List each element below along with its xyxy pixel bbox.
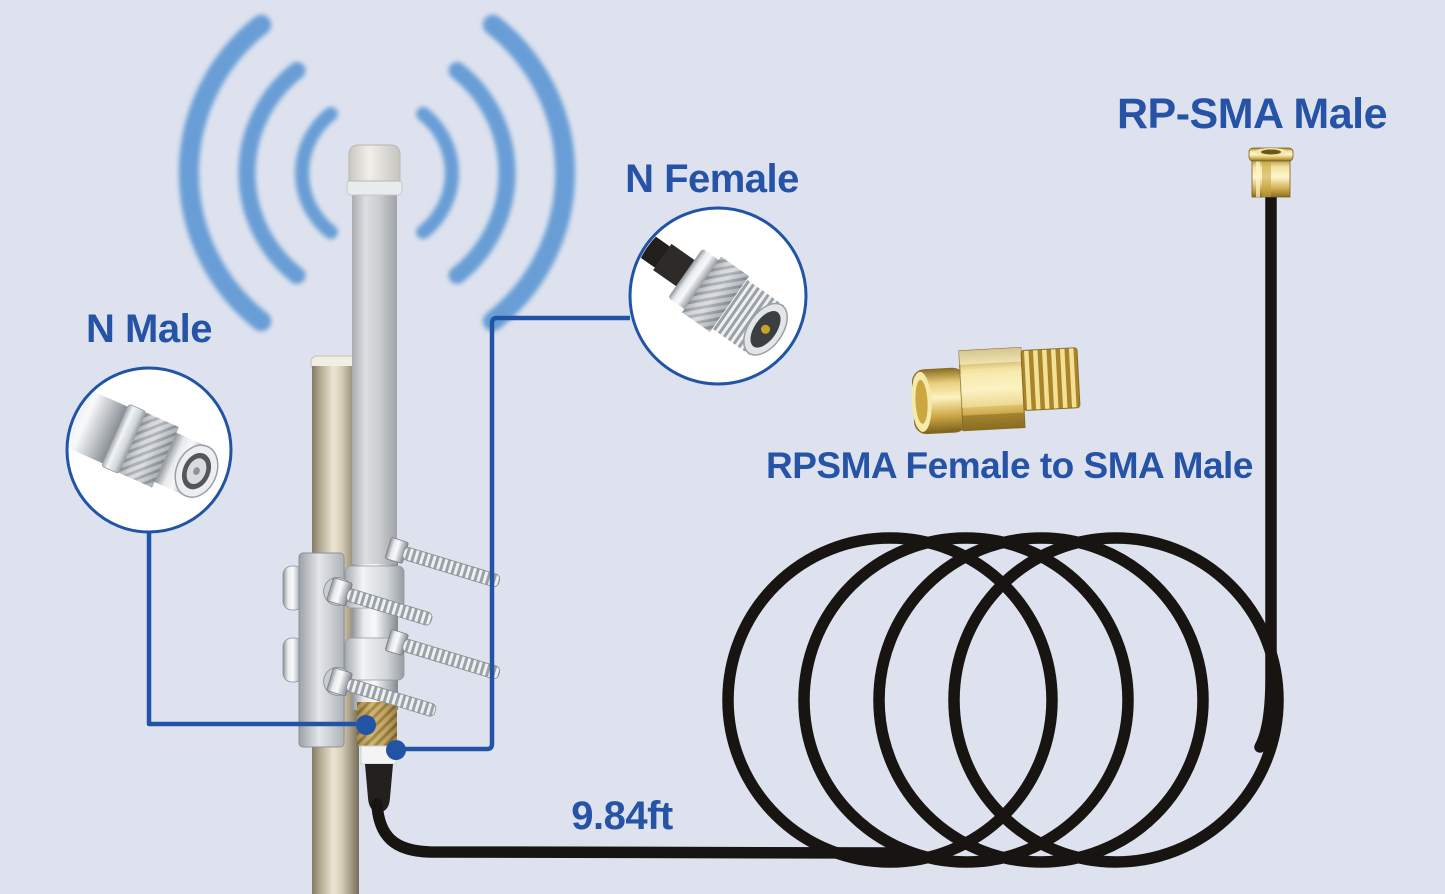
coaxial-cable <box>371 191 1284 868</box>
callout-dot-n-male <box>356 715 376 735</box>
bracket-bolts <box>323 537 501 717</box>
cable-coil <box>722 532 1284 868</box>
rp-sma-connector <box>1248 147 1294 198</box>
rp-sma-male-label: RP-SMA Male <box>1116 90 1388 138</box>
n-female-inset <box>628 206 808 386</box>
callout-dot-n-female <box>386 740 406 760</box>
sma-adapter <box>911 347 1081 435</box>
cable-length-label: 9.84ft <box>571 794 673 838</box>
cable-bottom-run <box>371 798 911 859</box>
n-male-label: N Male <box>86 307 212 351</box>
cable-riser <box>1254 191 1277 753</box>
callout-n-female <box>404 315 630 752</box>
wifi-waves-icon <box>178 14 576 332</box>
n-female-label: N Female <box>625 157 799 201</box>
adapter-label: RPSMA Female to SMA Male <box>766 445 1253 486</box>
callout-lines <box>146 315 630 752</box>
callout-n-male <box>146 532 356 727</box>
n-male-inset <box>65 366 233 534</box>
